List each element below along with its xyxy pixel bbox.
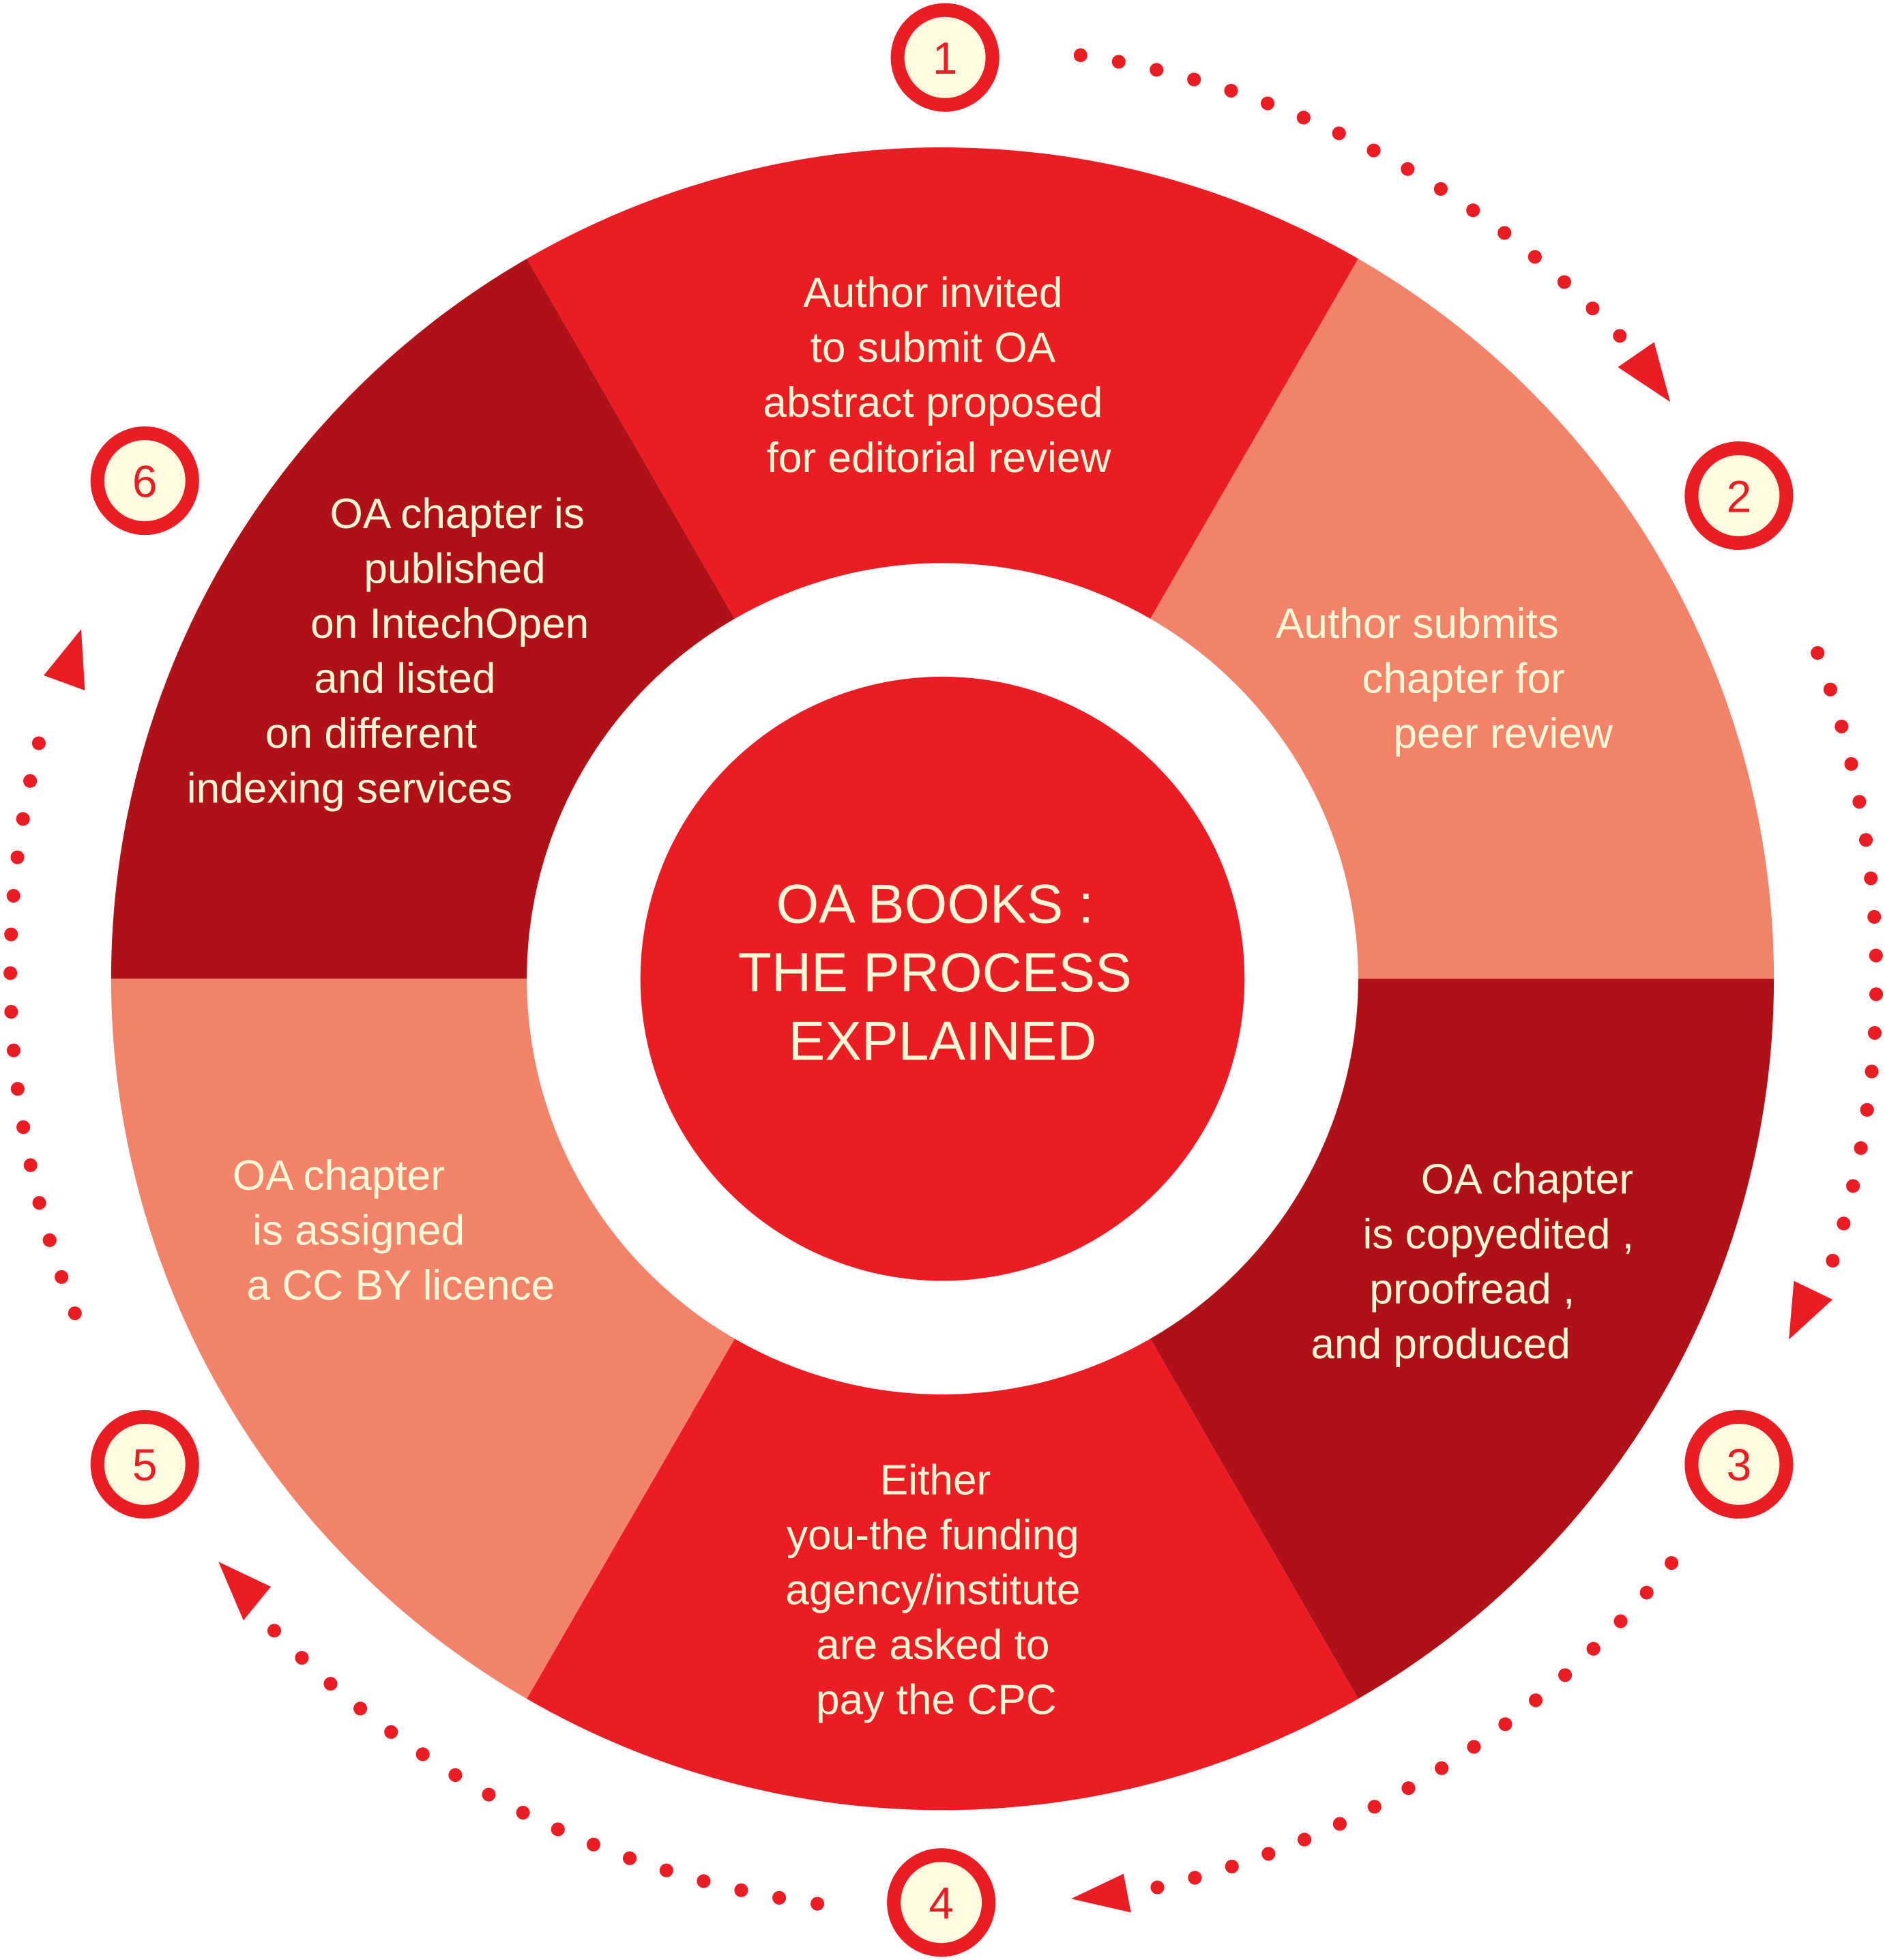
text-line: indexing services xyxy=(187,765,512,813)
text-line: Author submits xyxy=(1276,600,1559,647)
text-line: on IntechOpen xyxy=(310,600,589,647)
text-line: chapter for xyxy=(1362,656,1564,703)
text-line: OA chapter xyxy=(233,1152,445,1199)
dotted-arrow-5-to-6 xyxy=(3,727,82,1321)
segment-step-1 xyxy=(527,147,1358,979)
step-number: 3 xyxy=(1727,1439,1752,1490)
text-line: and listed xyxy=(314,656,495,703)
dotted-arrow-2-to-3 xyxy=(1811,646,1884,1285)
center-circle xyxy=(640,676,1245,1281)
text-line: abstract proposed xyxy=(763,379,1102,426)
arrowhead-icon xyxy=(218,1562,272,1621)
arrowhead-icon xyxy=(1618,342,1671,403)
text-line: peer review xyxy=(1393,710,1613,757)
text-line: Author invited xyxy=(803,269,1062,317)
title-line: OA BOOKS : xyxy=(776,873,1094,935)
text-line: OA chapter xyxy=(1421,1156,1633,1203)
text-line: a CC BY licence xyxy=(246,1262,555,1309)
step-badge-2: 2 xyxy=(1684,441,1794,551)
text-line: are asked to xyxy=(816,1622,1049,1669)
text-line: is copyedited , xyxy=(1362,1211,1634,1258)
step-1-text: Author invited to submit OA abstract pro… xyxy=(763,269,1114,482)
title-line: EXPLAINED xyxy=(789,1011,1097,1072)
step-3-text: OA chapter is copyedited , proofread , a… xyxy=(1311,1156,1646,1368)
diagram-title: OA BOOKS : THE PROCESS EXPLAINED xyxy=(738,873,1147,1072)
step-2-text: Author submits chapter for peer review xyxy=(1276,600,1613,757)
step-number: 2 xyxy=(1727,471,1752,521)
step-badge-1: 1 xyxy=(890,3,999,112)
dotted-arrow-4-to-5 xyxy=(252,1608,825,1911)
step-number: 4 xyxy=(929,1878,954,1929)
arrowhead-icon xyxy=(44,629,85,690)
text-line: Either xyxy=(880,1457,991,1504)
text-line: is assigned xyxy=(252,1207,465,1254)
text-line: to submit OA xyxy=(810,325,1056,372)
step-6-text: OA chapter is published on IntechOpen an… xyxy=(187,491,601,813)
step-badge-5: 5 xyxy=(90,1409,199,1519)
text-line: for editorial review xyxy=(767,435,1112,482)
step-number: 5 xyxy=(132,1439,158,1490)
arrowhead-icon xyxy=(1070,1873,1131,1913)
text-line: and produced xyxy=(1311,1321,1570,1368)
dotted-arrow-3-to-4 xyxy=(1136,1555,1679,1898)
step-number: 6 xyxy=(132,456,158,506)
text-line: you-the funding xyxy=(787,1512,1079,1559)
step-badge-6: 6 xyxy=(90,426,199,536)
arrowhead-icon xyxy=(1789,1281,1833,1340)
text-line: published xyxy=(364,546,545,593)
step-badge-4: 4 xyxy=(887,1848,996,1957)
segment-step-4 xyxy=(527,978,1358,1811)
text-line: agency/institute xyxy=(785,1566,1080,1613)
text-line: on different xyxy=(265,710,477,757)
step-4-text: Either you-the funding agency/institute … xyxy=(785,1457,1092,1723)
text-line: OA chapter is xyxy=(330,491,585,538)
text-line: proofread , xyxy=(1369,1266,1575,1313)
step-5-text: OA chapter is assigned a CC BY licence xyxy=(233,1152,555,1309)
text-line: pay the CPC xyxy=(816,1676,1057,1723)
step-number: 1 xyxy=(933,33,958,83)
title-line: THE PROCESS xyxy=(738,942,1132,1004)
step-badge-3: 3 xyxy=(1684,1409,1794,1519)
